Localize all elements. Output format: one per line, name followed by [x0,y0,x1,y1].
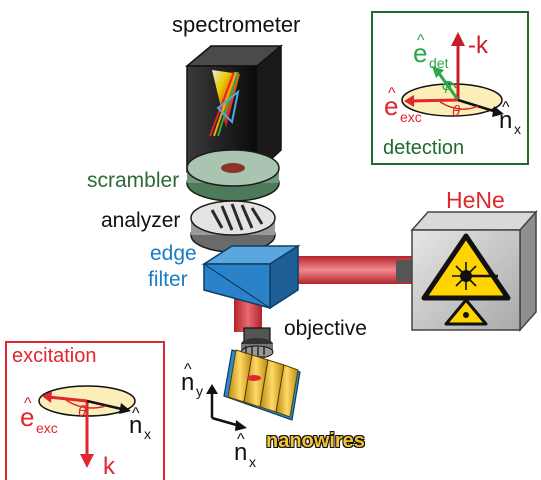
scrambler [186,149,280,202]
ny-symbol: n [181,369,195,396]
edge-filter [201,244,301,310]
theta-label-detection: θ [452,103,461,120]
eexc-hat-detection: ^ [388,85,396,102]
edet-hat: ^ [417,32,425,49]
detection-inset-drawing [401,32,504,117]
scrambler-label: scrambler [87,169,180,192]
hene-label: HeNe [446,187,505,213]
sample-axes [206,384,247,431]
detection-inset [371,11,529,165]
eexc-subscript-excitation: exc [36,420,58,436]
nx-hat-detection: ^ [502,99,510,116]
detection-label: detection [383,137,465,159]
excitation-inset [5,341,165,480]
edet-symbol: e [413,38,428,68]
prism-icon [209,70,240,137]
laser-warning-icon [421,233,511,301]
ny-hat: ^ [184,361,192,378]
nanowire-sample [223,349,301,421]
nx-symbol-excitation: n [129,412,143,439]
phi-label: φ [442,77,452,94]
objective-label: objective [284,317,367,340]
eexc-symbol-detection: e [384,91,399,121]
ny-subscript: y [196,383,203,399]
eexc-symbol-excitation: e [20,402,35,432]
excitation-label: excitation [12,345,97,367]
hene-laser [396,210,538,332]
edet-subscript: det [429,55,449,71]
nx-hat: ^ [237,431,245,448]
minus-k-label: -k [468,32,488,59]
analyzer [190,200,276,253]
spectrometer-label: spectrometer [172,12,301,37]
nx-subscript: x [249,454,256,470]
nx-symbol: n [234,439,248,466]
nx-subscript-detection: x [514,121,521,137]
analyzer-label: analyzer [101,209,181,232]
eexc-hat-excitation: ^ [24,395,32,412]
theta-label-excitation: θ [78,403,87,420]
laser-warning-small-icon [444,298,488,326]
nx-symbol-detection: n [499,107,513,134]
edge-label: edge [150,242,197,265]
filter-label: filter [148,268,188,291]
nanowires-label: nanowires [266,430,365,452]
excitation-inset-drawing [38,385,136,468]
k-label: k [103,453,115,480]
nx-hat-excitation: ^ [132,405,140,422]
eexc-subscript-detection: exc [400,109,422,125]
nx-subscript-excitation: x [144,426,151,442]
